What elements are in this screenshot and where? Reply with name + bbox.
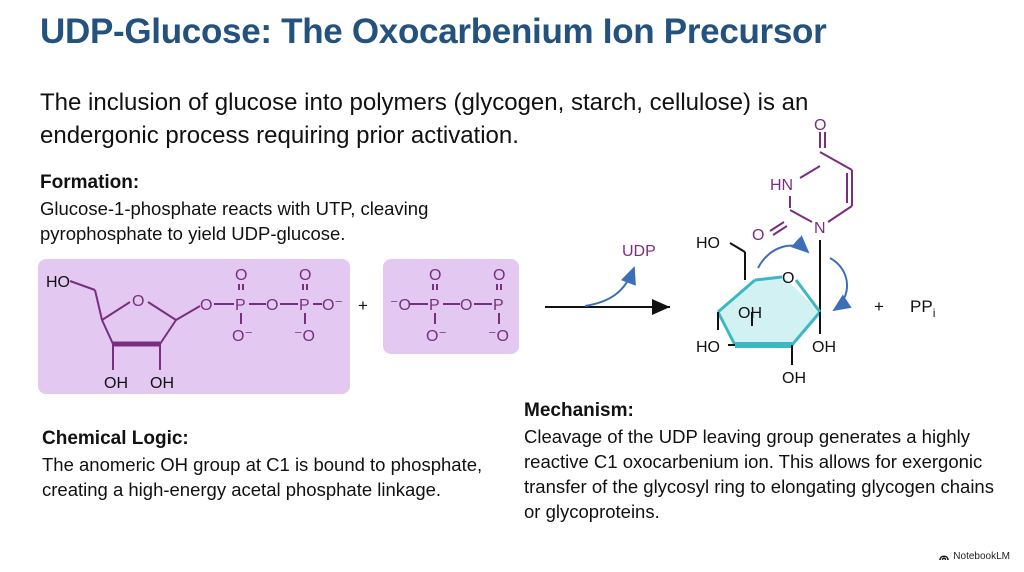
anionic-oxygen: O⁻ (232, 328, 253, 345)
anionic-oxygen: ⁻O (488, 328, 509, 345)
udp-release-arrow-icon (584, 266, 636, 307)
intro-text: The inclusion of glucose into polymers (… (40, 89, 809, 149)
mechanism-section: Mechanism: Cleavage of the UDP leaving g… (524, 400, 1004, 524)
formation-heading: Formation: (40, 172, 140, 193)
atom-ho: HO (696, 339, 720, 356)
ring-oxygen: O (782, 270, 794, 287)
phosphorus-atom: P (299, 297, 310, 314)
atom-oh: OH (782, 370, 806, 387)
oxo-oxygen: O (429, 267, 441, 284)
phosphorus-atom: P (493, 297, 504, 314)
formation-text: Glucose-1-phosphate reacts with UTP, cle… (40, 198, 429, 244)
oxo-oxygen: O (752, 227, 764, 244)
mechanism-heading: Mechanism: (524, 400, 634, 421)
bridge-oxygen: O (200, 297, 212, 314)
pyrophosphate-label: PPi (910, 297, 935, 320)
chemical-logic-text: The anomeric OH group at C1 is bound to … (42, 454, 483, 500)
oxo-oxygen: O (493, 267, 505, 284)
oxo-oxygen: O (299, 267, 311, 284)
notebooklm-logo-icon (939, 554, 950, 560)
atom-ho: HO (46, 274, 70, 291)
electron-push-arrow-icon (829, 257, 852, 312)
anionic-oxygen: ⁻O (390, 297, 411, 314)
udp-label: UDP (622, 243, 656, 260)
footer-brand: NotebookLM (939, 551, 1010, 562)
phosphorus-atom: P (235, 297, 246, 314)
electron-push-arrow-icon (757, 235, 810, 269)
atom-oh: OH (812, 339, 836, 356)
phosphorus-atom: P (429, 297, 440, 314)
mechanism-text: Cleavage of the UDP leaving group genera… (524, 426, 994, 522)
anionic-oxygen: ⁻O (294, 328, 315, 345)
footer-text: NotebookLM (953, 551, 1010, 562)
page-title: UDP-Glucose: The Oxocarbenium Ion Precur… (40, 12, 827, 51)
glucose-ring: O HO OH HO OH OH (696, 235, 836, 387)
reactant-box-sugar-diphosphate: HO O OH OH O P O O⁻ O P O ⁻O O⁻ (38, 259, 350, 394)
anionic-oxygen: O⁻ (426, 328, 447, 345)
uracil-ring: O HN N O (752, 117, 853, 244)
atom-hn: HN (770, 177, 793, 194)
product-plus-sign: + (874, 297, 884, 316)
bridge-oxygen: O (266, 297, 278, 314)
anionic-oxygen: O⁻ (322, 297, 343, 314)
bridge-oxygen: O (460, 297, 472, 314)
atom-n: N (814, 220, 826, 237)
oxo-oxygen: O (814, 117, 826, 134)
atom-oh: OH (738, 305, 762, 322)
formation-section: Formation: Glucose-1-phosphate reacts wi… (40, 172, 540, 246)
atom-ho: HO (696, 235, 720, 252)
oxo-oxygen: O (235, 267, 247, 284)
ring-oxygen: O (132, 293, 144, 310)
reactant-plus-sign: + (358, 296, 368, 315)
chemical-logic-heading: Chemical Logic: (42, 428, 189, 449)
chemical-logic-section: Chemical Logic: The anomeric OH group at… (42, 428, 502, 502)
atom-oh: OH (104, 375, 128, 392)
reactant-box-pyrophosphate: ⁻O P O O⁻ O P O ⁻O (383, 259, 519, 354)
atom-oh: OH (150, 375, 174, 392)
